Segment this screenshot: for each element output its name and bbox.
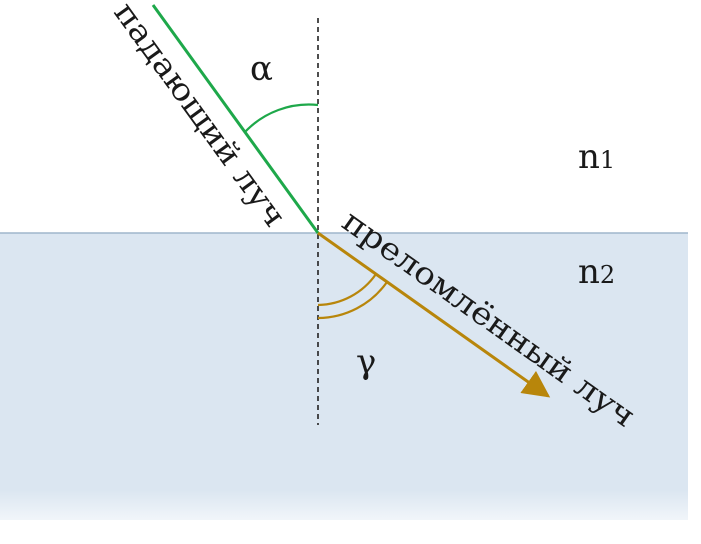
- incident-ray: [151, 4, 320, 234]
- medium-1-index-label: n1: [578, 137, 615, 177]
- angle-gamma-label: γ: [356, 342, 376, 382]
- angle-alpha-arc: [244, 103, 319, 133]
- angle-gamma-arc-inner: [317, 273, 377, 307]
- bottom-fade: [0, 490, 701, 539]
- medium-2-index-label: n2: [578, 252, 615, 292]
- medium-2-region: [0, 233, 688, 520]
- angle-alpha-label: α: [250, 49, 273, 89]
- refracted-ray: [317, 231, 551, 398]
- angle-gamma-arc-outer: [317, 281, 388, 320]
